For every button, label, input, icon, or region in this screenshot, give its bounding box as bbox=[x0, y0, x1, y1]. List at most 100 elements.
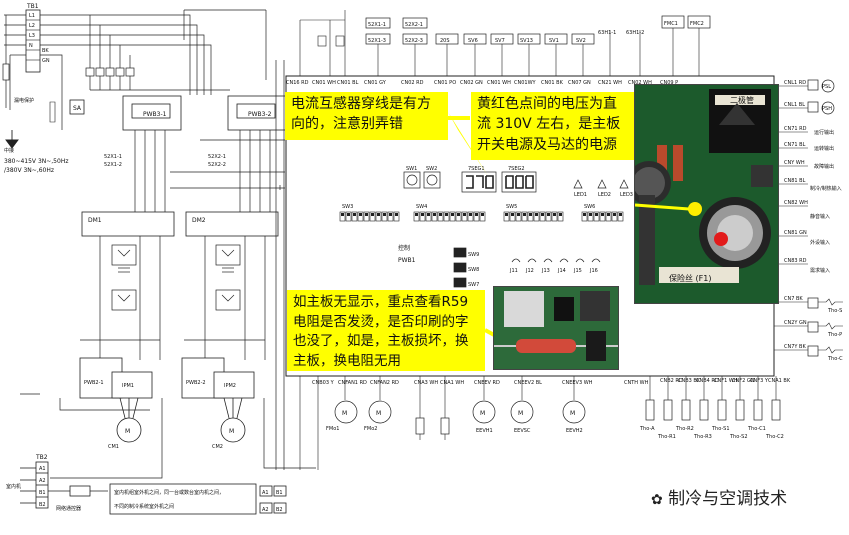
cn-top-9: CN01 BK bbox=[541, 80, 564, 86]
fmo2-label: FMo2 bbox=[364, 426, 377, 432]
ground-label: 中接 bbox=[4, 147, 14, 154]
fmc1-label: FMC1 bbox=[664, 21, 678, 27]
cn-top-3: CN01 GY bbox=[364, 80, 387, 86]
cn-right-1: CNL1 BL bbox=[784, 102, 805, 108]
ipm1-label: IPM1 bbox=[122, 383, 134, 389]
ipm2-label: IPM2 bbox=[224, 383, 236, 389]
terminal-l1: L1 bbox=[29, 13, 35, 19]
wechat-icon: ✿ bbox=[651, 492, 663, 508]
cn-right-7: CN81 GN bbox=[784, 230, 807, 236]
cn-right-11: CN7Y BK bbox=[784, 344, 806, 350]
leakage-label: 漏电保护 bbox=[14, 97, 34, 104]
dip-sw3: SW3 bbox=[342, 204, 353, 210]
watermark: ✿ 制冷与空调技术 bbox=[651, 484, 787, 509]
external-input-label: 外设输入 bbox=[810, 239, 830, 246]
cn-right-9: CN7 BK bbox=[784, 296, 803, 302]
cn-bottom-4: CNA1 WH bbox=[440, 380, 464, 386]
cn-bottom-2: CNFAN2 RD bbox=[370, 380, 399, 386]
tb2-a1: A1 bbox=[39, 466, 46, 472]
cool-heat-input-label: 制冷/制热输入 bbox=[810, 185, 842, 192]
eevsc-letter: M bbox=[518, 410, 523, 417]
relay-52x1-2: 52X1-2 bbox=[104, 162, 122, 168]
tho-c2-label: Tho-C2 bbox=[765, 434, 784, 440]
pcb-photo-power: 二极管 保险丝 (F1) bbox=[634, 84, 779, 304]
relay-52x1-1-top: 52X1-1 bbox=[368, 22, 386, 28]
tho-r2-label: Tho-R2 bbox=[675, 426, 694, 432]
terminal-l3: L3 bbox=[29, 33, 35, 39]
jumper-j11: J11 bbox=[509, 268, 518, 274]
power-terminal-block bbox=[2, 9, 267, 149]
cm2-motor-letter: M bbox=[229, 428, 234, 435]
cn-bottom-11: CNB4 RD bbox=[696, 378, 719, 384]
relay-sv2: SV2 bbox=[576, 38, 586, 44]
tho-c-label: Tho-C bbox=[827, 356, 843, 362]
tb2-box-b1: B1 bbox=[276, 490, 283, 496]
callout-r59: 如主板无显示，重点查看R59 电阻是否发烫，是否印刷的字也没了，如是，主板损坏，… bbox=[287, 290, 485, 371]
led2-label: LED2 bbox=[598, 192, 611, 198]
jumper-j13: J13 bbox=[541, 268, 550, 274]
tho-a-label: Tho-A bbox=[639, 426, 655, 432]
tb1-label: TB1 bbox=[26, 3, 39, 10]
tho-r3-label: Tho-R3 bbox=[693, 434, 712, 440]
cn-top-5: CN01 PO bbox=[434, 80, 456, 86]
cn-right-4: CNY WH bbox=[784, 160, 805, 166]
cn-bottom-14: CNF3 Y bbox=[750, 378, 769, 384]
cn-top-2: CN01 BL bbox=[337, 80, 359, 86]
cn-top-7: CN01 WH bbox=[487, 80, 511, 86]
cn-bottom-12: CNF1 WH bbox=[714, 378, 738, 384]
relay-20s: 20S bbox=[440, 38, 450, 44]
cn-top-12: CN02 WH bbox=[628, 80, 652, 86]
cn-bottom-1: CNFAN1 RD bbox=[338, 380, 367, 386]
fmo1-label: FMo1 bbox=[326, 426, 339, 432]
sw8-label: SW8 bbox=[468, 267, 479, 273]
psl-label: PSL bbox=[822, 84, 831, 90]
run-output-label: 运行输出 bbox=[814, 129, 834, 136]
pwb3-2-label: PWB3-2 bbox=[248, 111, 272, 118]
seg2-label: 7SEG2 bbox=[508, 166, 525, 172]
tb2-side-label: 室内机 bbox=[6, 483, 21, 490]
relay-sv1: SV1 bbox=[549, 38, 559, 44]
pcb-photo-r59 bbox=[493, 286, 619, 370]
callout-arrow-1 bbox=[448, 112, 488, 176]
sw1-label: SW1 bbox=[406, 166, 417, 172]
relay-63h1-2: 63H1-2 bbox=[626, 30, 644, 36]
relay-52x2-1-top: 52X2-1 bbox=[405, 22, 423, 28]
relay-52x2-3-top: 52X2-3 bbox=[405, 38, 423, 44]
fmo2-letter: M bbox=[376, 410, 381, 417]
silent-input-label: 静音输入 bbox=[810, 213, 830, 220]
dm1-label: DM1 bbox=[88, 217, 102, 224]
relay-sv7: SV7 bbox=[495, 38, 505, 44]
cn-top-13: CN09 P bbox=[660, 80, 678, 86]
led1-label: LED1 bbox=[574, 192, 587, 198]
tho-s1-label: Tho-S1 bbox=[711, 426, 730, 432]
cn-bottom-9: CNB2 RD bbox=[660, 378, 683, 384]
seg1-label: 7SEG1 bbox=[468, 166, 485, 172]
fault-output-label: 故障输出 bbox=[814, 163, 834, 170]
cn-right-8: CN83 RD bbox=[784, 258, 807, 264]
pwb2-2-label: PWB2-2 bbox=[186, 380, 206, 386]
relay-63h1-1: 63H1-1 bbox=[598, 30, 616, 36]
cn-bottom-13: CNF2 GN bbox=[732, 378, 755, 384]
terminal-n: N bbox=[29, 43, 33, 49]
jumper-j12: J12 bbox=[525, 268, 534, 274]
psh-label: PSH bbox=[822, 106, 832, 112]
tb2-note-1: 室内机组室外机之间，同一台或数台室内机之间， bbox=[114, 489, 224, 496]
dip-sw4: SW4 bbox=[416, 204, 427, 210]
jumper-j15: J15 bbox=[573, 268, 582, 274]
tb2-a2: A2 bbox=[39, 478, 46, 484]
cn-top-0: CN16 RD bbox=[286, 80, 309, 86]
cn-right-10: CN2Y GN bbox=[784, 320, 807, 326]
board-name-line1: 控制 bbox=[398, 244, 410, 252]
dip-sw5: SW5 bbox=[506, 204, 517, 210]
relay-52x1-3-top: 52X1-3 bbox=[368, 38, 386, 44]
tb2-note-2: 不同的制冷系统室外机之间 bbox=[114, 503, 174, 510]
eevh2-label: EEVH2 bbox=[566, 428, 583, 434]
relay-52x2-1: 52X2-1 bbox=[208, 154, 226, 160]
jumper-j14: J14 bbox=[557, 268, 566, 274]
callout-310v: 黄红色点间的电压为直流 310V 左右，是主板开关电源及马达的电源 bbox=[471, 92, 634, 160]
eevsc-label: EEVSC bbox=[514, 428, 531, 434]
tho-s-label: Tho-S bbox=[827, 308, 842, 314]
terminal-l2: L2 bbox=[29, 23, 35, 29]
relay-52x2-2: 52X2-2 bbox=[208, 162, 226, 168]
jumper-j16: J16 bbox=[589, 268, 598, 274]
